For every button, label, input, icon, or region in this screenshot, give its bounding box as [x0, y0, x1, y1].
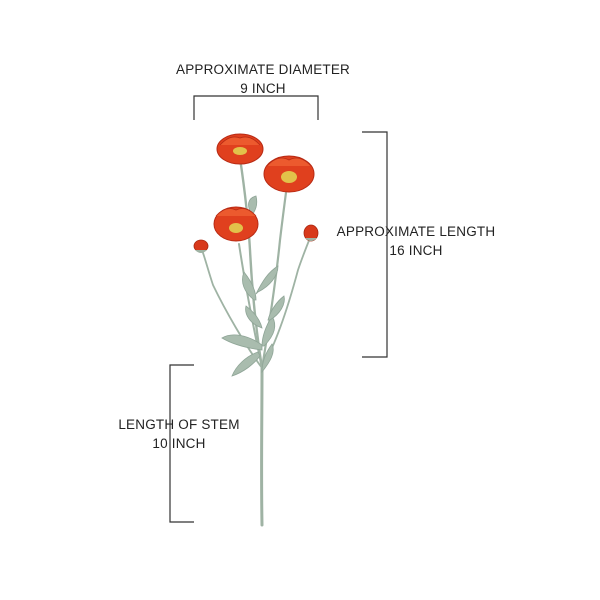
diameter-bracket: [193, 95, 319, 120]
stem-bracket: [169, 364, 194, 523]
diameter-value: 9 INCH: [240, 81, 286, 96]
poppy-bud: [303, 224, 319, 242]
length-label: APPROXIMATE LENGTH 16 INCH: [326, 222, 506, 260]
poppy-flower: [213, 206, 259, 242]
stem-value: 10 INCH: [152, 436, 206, 451]
poppy-leaves: [221, 195, 285, 377]
length-value: 16 INCH: [389, 243, 443, 258]
poppy-flower: [216, 133, 264, 165]
poppy-flower: [263, 155, 315, 193]
stem-length-label: LENGTH OF STEM 10 INCH: [104, 415, 254, 453]
length-title: APPROXIMATE LENGTH: [336, 224, 496, 239]
diameter-label: APPROXIMATE DIAMETER 9 INCH: [150, 60, 376, 98]
length-bracket: [362, 131, 388, 358]
diameter-title: APPROXIMATE DIAMETER: [175, 62, 351, 77]
stem-title: LENGTH OF STEM: [118, 417, 240, 432]
poppy-bud: [193, 239, 209, 253]
